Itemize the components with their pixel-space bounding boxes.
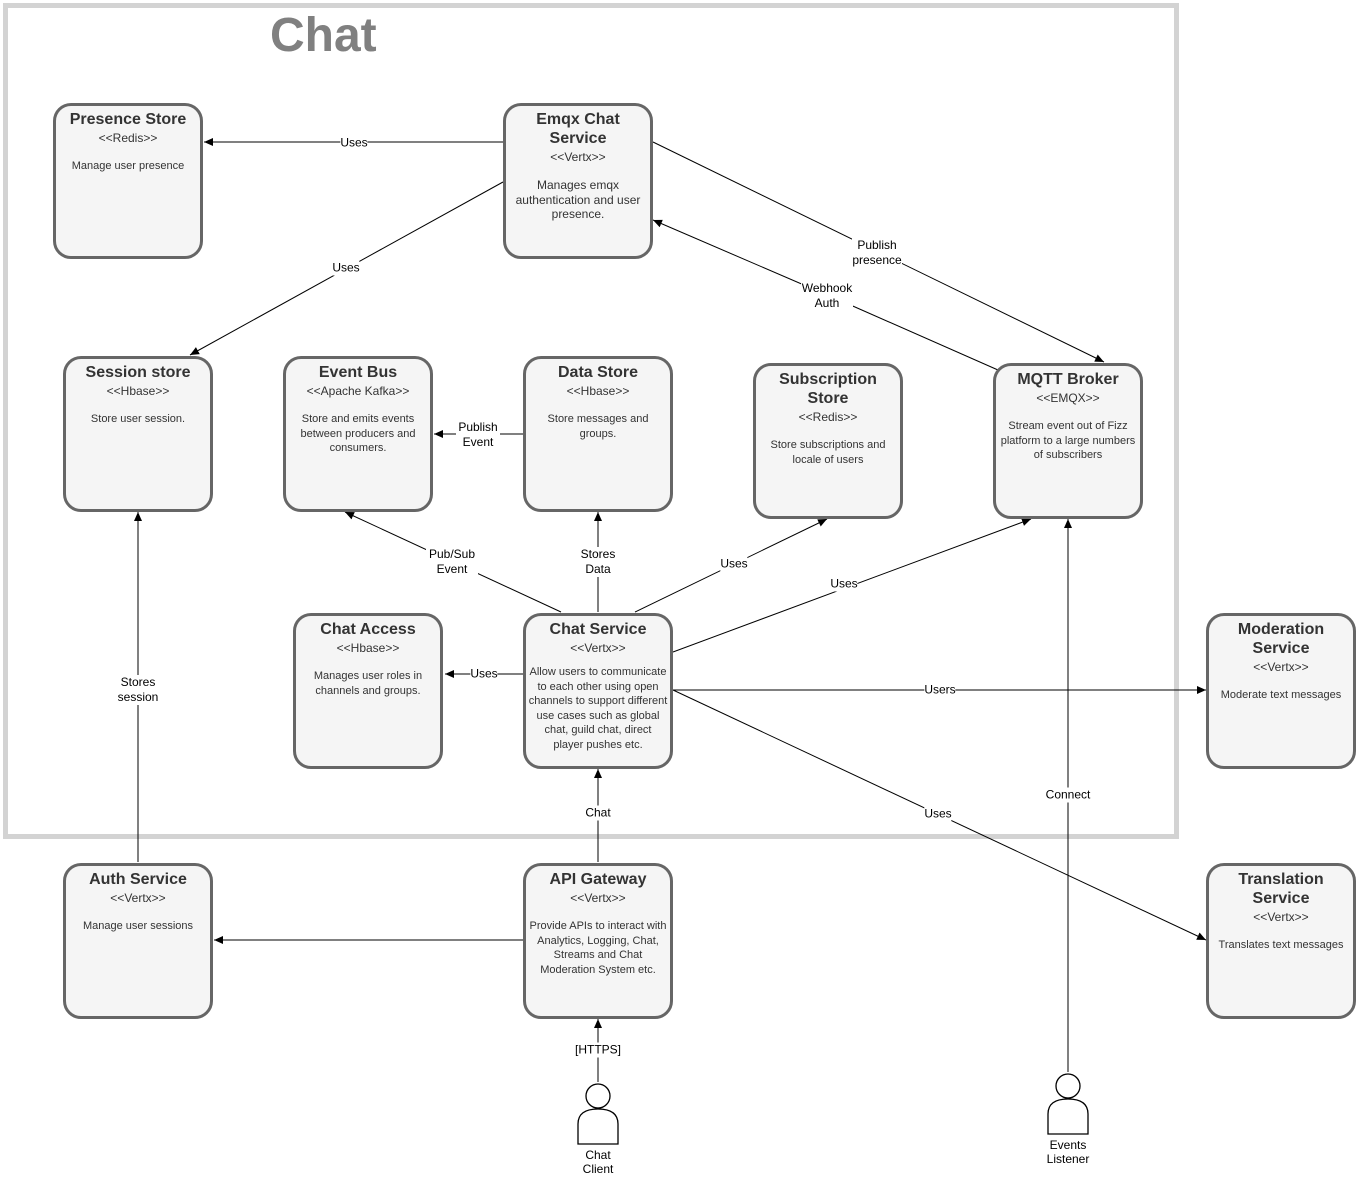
- node-stereotype: <<Hbase>>: [106, 384, 170, 398]
- node-stereotype: <<Redis>>: [98, 131, 158, 145]
- edge-label-emqx-presence: Uses: [340, 135, 368, 151]
- node-title: Emqx Chat Service: [536, 111, 620, 147]
- session-store-node[interactable]: Session store <<Hbase>> Store user sessi…: [63, 356, 213, 512]
- events-listener-actor[interactable]: Events Listener: [1043, 1072, 1093, 1166]
- auth-service-node[interactable]: Auth Service <<Vertx>> Manage user sessi…: [63, 863, 213, 1019]
- person-icon: [577, 1083, 619, 1145]
- edge-label-chat-translation: Uses: [924, 806, 952, 822]
- edge-label-emqx-session: Uses: [332, 260, 360, 276]
- edge-label-chat-moderation: Users: [924, 682, 956, 698]
- edge-label-mqtt-emqx: Webhook Auth: [801, 281, 853, 311]
- mqtt-broker-node[interactable]: MQTT Broker <<EMQX>> Stream event out of…: [993, 363, 1143, 519]
- node-stereotype: <<Vertx>>: [1253, 660, 1309, 674]
- edge-label-auth-session: Stores session: [114, 675, 162, 705]
- node-title: Chat Access: [320, 621, 416, 638]
- node-title: Event Bus: [318, 364, 398, 381]
- node-title: API Gateway: [549, 871, 647, 888]
- edge-label-chat-mqtt: Uses: [830, 576, 858, 592]
- boundary-title: Chat: [270, 9, 377, 62]
- node-stereotype: <<Apache Kafka>>: [306, 384, 410, 398]
- node-description: Stream event out of Fizz platform to a l…: [1000, 420, 1136, 461]
- node-description: Store subscriptions and locale of users: [770, 439, 886, 466]
- edge-label-api-chat: Chat: [585, 805, 611, 821]
- node-description: Moderate text messages: [1220, 689, 1342, 701]
- edge-label-emqx-mqtt: Publish presence: [852, 238, 902, 268]
- node-description: Manage user presence: [71, 160, 185, 172]
- edge-label-chat-subscription: Uses: [720, 556, 748, 572]
- chat-service-node[interactable]: Chat Service <<Vertx>> Allow users to co…: [523, 613, 673, 769]
- node-stereotype: <<Hbase>>: [336, 641, 400, 655]
- node-title: Data Store: [557, 364, 639, 381]
- node-description: Store messages and groups.: [547, 413, 649, 440]
- node-title: Chat Service: [549, 621, 647, 638]
- node-title: Presence Store: [69, 111, 187, 128]
- actor-label: Events Listener: [1046, 1138, 1090, 1166]
- api-gateway-node[interactable]: API Gateway <<Vertx>> Provide APIs to in…: [523, 863, 673, 1019]
- node-stereotype: <<Hbase>>: [566, 384, 630, 398]
- node-title: Subscription Store: [779, 371, 877, 407]
- node-stereotype: <<Vertx>>: [570, 641, 626, 655]
- edge-label-client-api: [HTTPS]: [574, 1042, 622, 1058]
- node-description: Manages emqx authentication and user pre…: [515, 178, 641, 221]
- moderation-service-node[interactable]: Moderation Service <<Vertx>> Moderate te…: [1206, 613, 1356, 769]
- node-stereotype: <<Vertx>>: [1253, 910, 1309, 924]
- node-stereotype: <<Vertx>>: [570, 891, 626, 905]
- node-description: Provide APIs to interact with Analytics,…: [529, 920, 667, 976]
- node-description: Store user session.: [90, 413, 186, 425]
- presence-store-node[interactable]: Presence Store <<Redis>> Manage user pre…: [53, 103, 203, 259]
- node-description: Manage user sessions: [82, 920, 194, 932]
- chat-client-actor[interactable]: Chat Client: [573, 1082, 623, 1176]
- edge-label-chat-access: Uses: [470, 666, 498, 682]
- node-description: Manages user roles in channels and group…: [313, 670, 423, 697]
- node-title: Moderation Service: [1237, 621, 1325, 657]
- node-title: Translation Service: [1238, 871, 1324, 907]
- event-bus-node[interactable]: Event Bus <<Apache Kafka>> Store and emi…: [283, 356, 433, 512]
- node-description: Translates text messages: [1218, 939, 1344, 951]
- node-stereotype: <<Vertx>>: [110, 891, 166, 905]
- translation-service-node[interactable]: Translation Service <<Vertx>> Translates…: [1206, 863, 1356, 1019]
- node-title: Session store: [85, 364, 191, 381]
- edge-label-data-eventbus: Publish Event: [456, 420, 500, 450]
- edge-label-listener-mqtt: Connect: [1045, 787, 1091, 803]
- data-store-node[interactable]: Data Store <<Hbase>> Store messages and …: [523, 356, 673, 512]
- edge-label-chat-data: Stores Data: [578, 547, 618, 577]
- edge-label-chat-eventbus: Pub/Sub Event: [426, 547, 478, 577]
- chat-access-node[interactable]: Chat Access <<Hbase>> Manages user roles…: [293, 613, 443, 769]
- node-title: Auth Service: [89, 871, 187, 888]
- emqx-chat-service-node[interactable]: Emqx Chat Service <<Vertx>> Manages emqx…: [503, 103, 653, 259]
- node-stereotype: <<Redis>>: [798, 410, 858, 424]
- node-description: Allow users to communicate to each other…: [528, 666, 668, 751]
- chat-boundary: [3, 3, 1179, 839]
- node-stereotype: <<EMQX>>: [1036, 391, 1100, 405]
- node-title: MQTT Broker: [1017, 371, 1119, 388]
- person-icon: [1047, 1073, 1089, 1135]
- edge-mqtt-emqx: [652, 219, 999, 371]
- node-stereotype: <<Vertx>>: [550, 150, 606, 164]
- subscription-store-node[interactable]: Subscription Store <<Redis>> Store subsc…: [753, 363, 903, 519]
- actor-label: Chat Client: [582, 1148, 614, 1176]
- node-description: Store and emits events between producers…: [300, 413, 416, 454]
